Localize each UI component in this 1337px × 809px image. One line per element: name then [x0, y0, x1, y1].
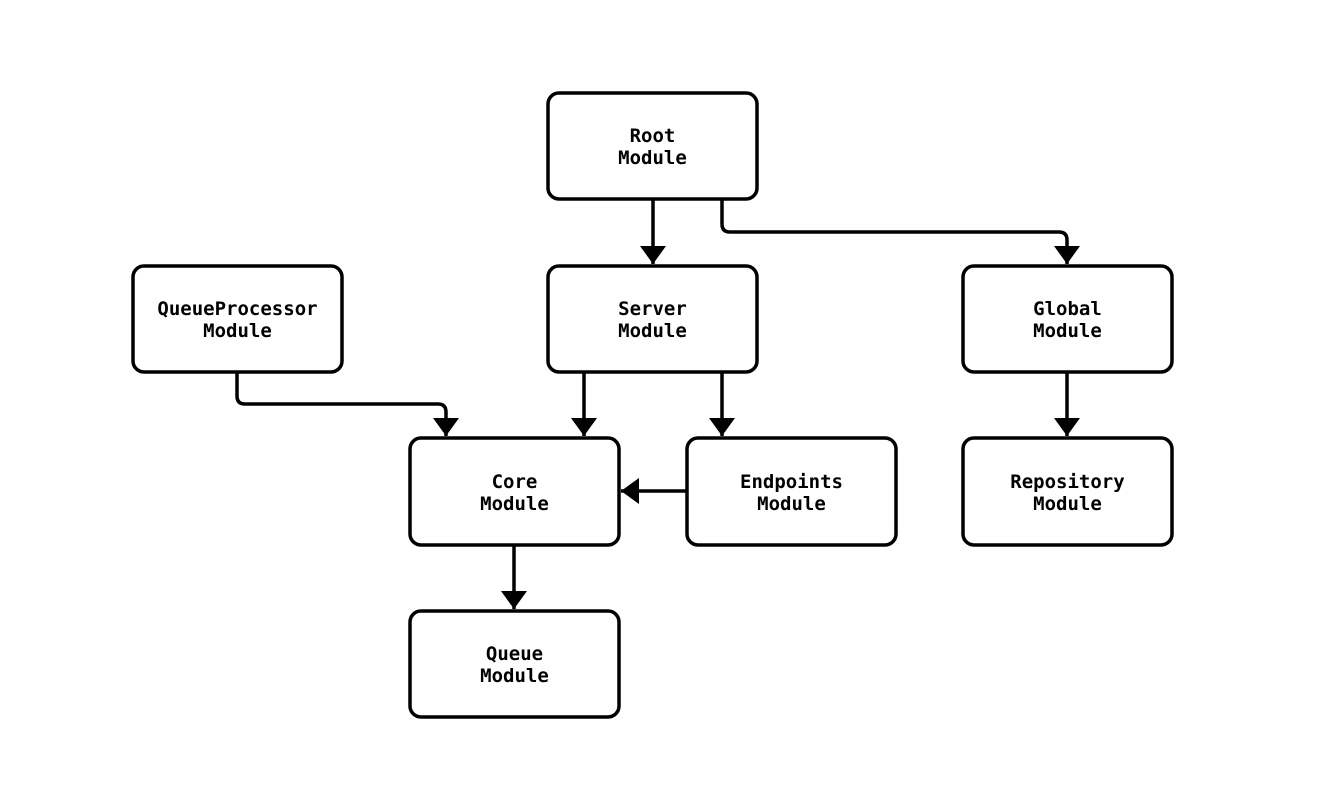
node-label-line1: Server — [618, 298, 687, 320]
node-box — [408, 436, 621, 547]
node-label-line2: Module — [203, 320, 272, 342]
node-box — [408, 609, 621, 719]
node-label-line2: Module — [480, 493, 549, 515]
node-label-line1: Queue — [486, 643, 543, 665]
node-label-line1: Repository — [1010, 471, 1124, 493]
node-layer: Root Module QueueProcessor Module Server… — [131, 91, 1174, 719]
node-box — [961, 436, 1174, 547]
node-label-line2: Module — [618, 320, 687, 342]
node-queue-module: Queue Module — [408, 609, 621, 719]
node-box — [546, 91, 759, 201]
node-label-line2: Module — [618, 147, 687, 169]
node-core-module: Core Module — [408, 436, 621, 547]
node-label-line1: Core — [492, 471, 538, 493]
edge-layer — [235, 198, 1080, 609]
node-repository-module: Repository Module — [961, 436, 1174, 547]
node-box — [546, 264, 759, 374]
node-box — [131, 264, 344, 374]
node-label-line2: Module — [1033, 320, 1102, 342]
node-label-line1: Endpoints — [740, 471, 843, 493]
edge-root-to-global — [720, 198, 1080, 264]
node-label-line2: Module — [1033, 493, 1102, 515]
node-endpoints-module: Endpoints Module — [685, 436, 898, 547]
node-label-line1: QueueProcessor — [157, 298, 317, 320]
node-label-line2: Module — [757, 493, 826, 515]
node-label-line1: Global — [1033, 298, 1102, 320]
node-queueprocessor-module: QueueProcessor Module — [131, 264, 344, 374]
edge-queueprocessor-to-core — [235, 372, 459, 436]
node-box — [685, 436, 898, 547]
node-root-module: Root Module — [546, 91, 759, 201]
node-label-line1: Root — [630, 125, 676, 147]
node-server-module: Server Module — [546, 264, 759, 374]
node-global-module: Global Module — [961, 264, 1174, 374]
node-box — [961, 264, 1174, 374]
node-label-line2: Module — [480, 665, 549, 687]
